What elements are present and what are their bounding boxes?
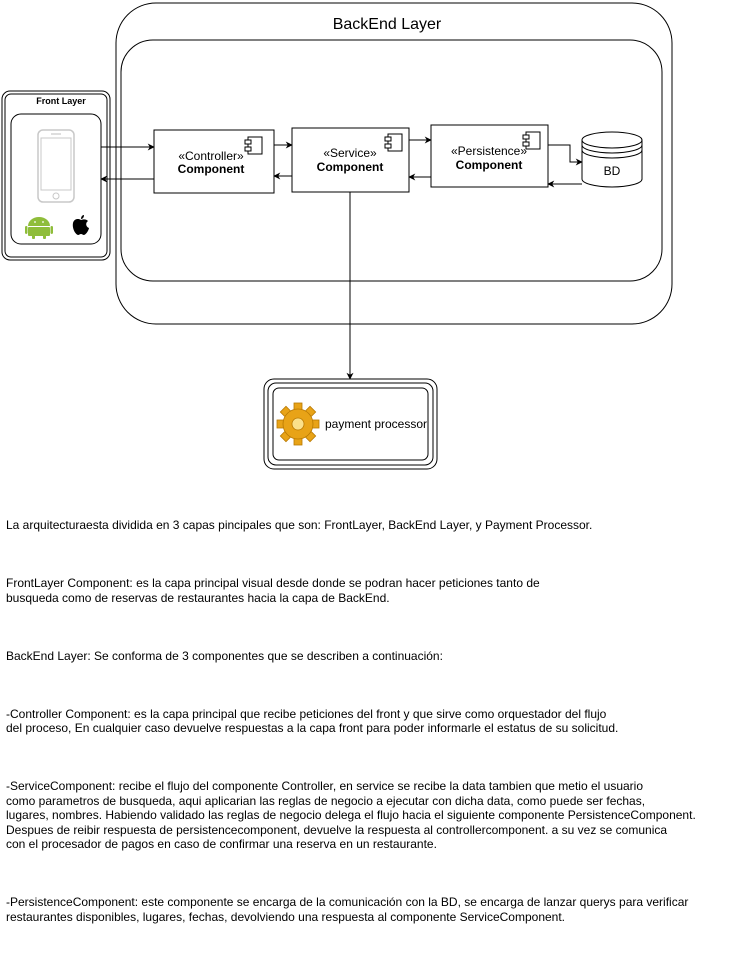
architecture-description: La arquitecturaesta dividida en 3 capas …: [6, 489, 746, 953]
apple-icon: [72, 215, 89, 235]
front-layer: Front Layer: [1, 90, 111, 261]
front-layer-title: Front Layer: [36, 96, 86, 106]
persistence-stereotype: «Persistence»: [451, 144, 527, 158]
connectors: [100, 136, 583, 380]
component-icon: [384, 133, 403, 152]
service-component: «Service» Component: [291, 127, 410, 193]
backend-layer: BackEnd Layer: [115, 2, 673, 325]
description-paragraph: FrontLayer Component: es la capa princip…: [6, 576, 540, 605]
payment-processor: payment processor: [263, 378, 438, 470]
description-paragraph: -Controller Component: es la capa princi…: [6, 706, 619, 736]
service-label: Component: [317, 160, 384, 174]
smartphone-icon: [37, 129, 75, 203]
backend-layer-title: BackEnd Layer: [333, 16, 442, 33]
architecture-diagram: BackEnd Layer Front Layer: [1, 2, 673, 470]
description-paragraph: La arquitecturaesta dividida en 3 capas …: [6, 518, 593, 532]
android-icon: [25, 217, 53, 239]
payment-label: payment processor: [325, 417, 427, 431]
database-cylinder: BD: [581, 131, 643, 188]
persistence-label: Component: [456, 158, 523, 172]
description-paragraph: BackEnd Layer: Se conforma de 3 componen…: [6, 648, 443, 663]
controller-component: «Controller» Component: [153, 129, 275, 194]
database-label: BD: [604, 164, 621, 178]
component-icon: [244, 136, 263, 155]
gear-icon: [276, 402, 320, 446]
service-stereotype: «Service»: [323, 146, 377, 160]
component-icon: [522, 131, 541, 150]
arrow-persistence-to-database: [548, 144, 583, 166]
controller-stereotype: «Controller»: [178, 149, 244, 163]
persistence-component: «Persistence» Component: [430, 124, 549, 188]
description-paragraph: -PersistenceComponent: este componente s…: [6, 895, 689, 924]
controller-label: Component: [178, 162, 245, 176]
description-paragraph: -ServiceComponent: recibe el flujo del c…: [6, 779, 696, 851]
